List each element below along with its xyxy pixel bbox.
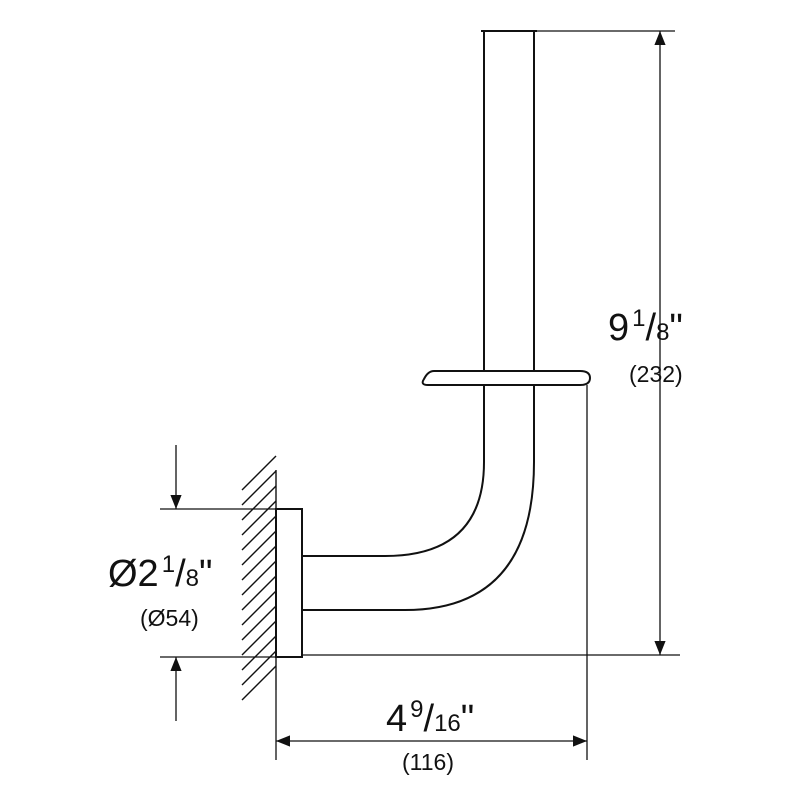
- hatch-stroke: [241, 530, 277, 566]
- height-mm-label: (232): [629, 361, 683, 387]
- hatch-stroke: [241, 515, 277, 551]
- extension-lines: [160, 30, 680, 760]
- wall-flange: [275, 508, 303, 658]
- hatch-stroke: [241, 650, 277, 686]
- wall: [241, 455, 277, 701]
- dimension-lines: [170, 31, 666, 747]
- hatch-stroke: [241, 560, 277, 596]
- hatch-stroke: [241, 500, 277, 536]
- tube-inner-edge: [302, 31, 485, 557]
- hatch-stroke: [241, 545, 277, 581]
- hatch-stroke: [241, 620, 277, 656]
- hatch-stroke: [241, 590, 277, 626]
- hatch-stroke: [241, 575, 277, 611]
- hatch-stroke: [241, 635, 277, 671]
- tube-outer-edge: [302, 31, 535, 611]
- shelf-plate: [421, 370, 592, 386]
- hatch-stroke: [241, 455, 277, 491]
- hatch-stroke: [241, 485, 277, 521]
- hatch-stroke: [241, 665, 277, 701]
- wall-hatching: [241, 455, 277, 701]
- hatch-stroke: [241, 605, 277, 641]
- width-mm-label: (116): [402, 749, 454, 775]
- hatch-stroke: [241, 470, 277, 506]
- diameter-mm-label: (Ø54): [140, 605, 199, 631]
- holder-tube: [302, 30, 537, 611]
